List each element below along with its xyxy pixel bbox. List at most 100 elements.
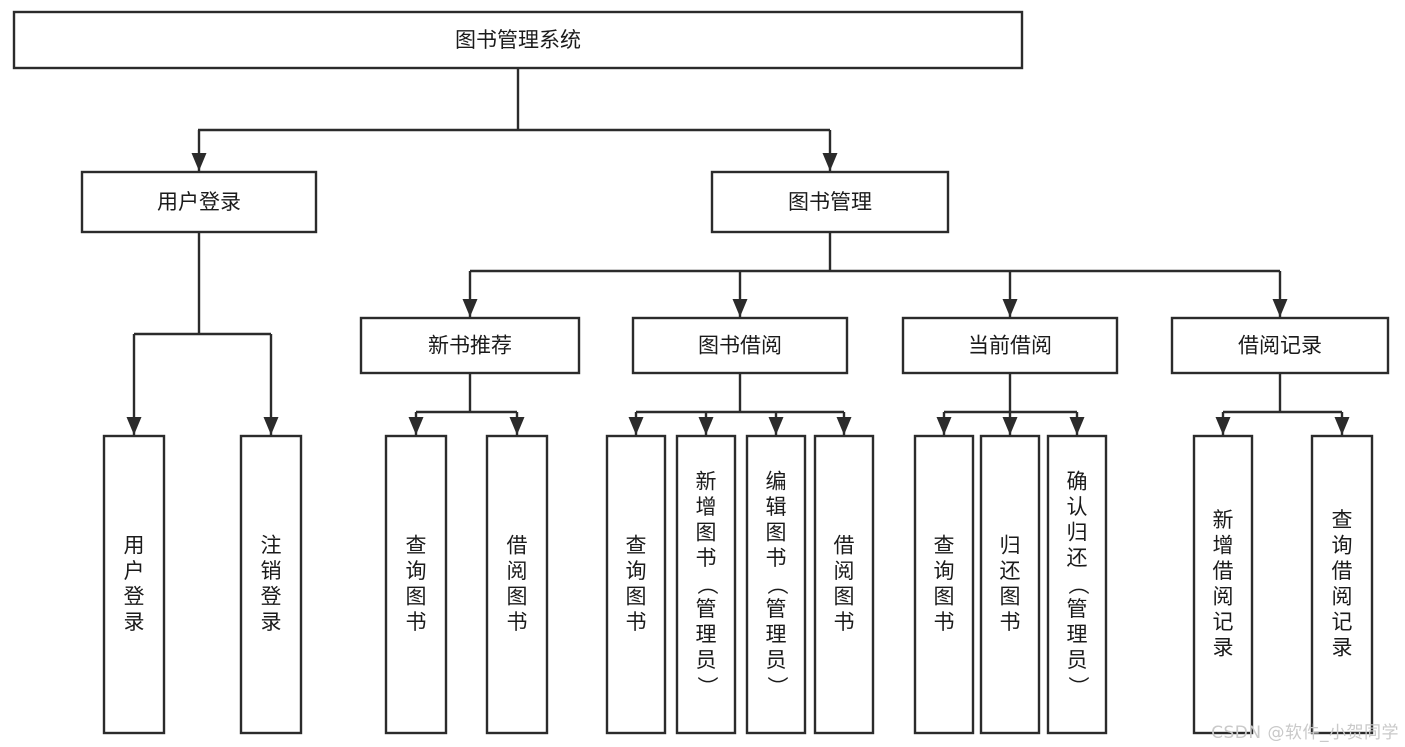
node-label-char: 归 xyxy=(1000,533,1021,557)
node-label-char: 录 xyxy=(261,610,282,634)
node-level2-2-当前借阅[interactable]: 当前借阅 xyxy=(901,316,1119,375)
arrow-down-icon-user-login-1 xyxy=(263,417,279,435)
node-label-char: 确 xyxy=(1067,470,1088,494)
node-label-char: 录 xyxy=(1213,635,1234,659)
node-label-char: 新 xyxy=(1213,508,1234,532)
node-root-0-图书管理系统[interactable]: 图书管理系统 xyxy=(12,10,1024,70)
node-label-char: 借 xyxy=(1332,559,1353,583)
arrow-down-icon-图书借阅-3 xyxy=(836,417,852,435)
node-box-rect xyxy=(901,316,1119,375)
node-label-char: 书 xyxy=(834,610,855,634)
node-label-char: 记 xyxy=(1213,610,1234,634)
node-label-char: 书 xyxy=(1000,610,1021,634)
node-box-rect xyxy=(102,434,166,735)
node-label-char: 询 xyxy=(934,559,955,583)
node-label-char: 书 xyxy=(766,546,787,570)
node-label-char: 辑 xyxy=(766,495,787,519)
arrow-down-icon-借阅记录-0 xyxy=(1215,417,1231,435)
node-level1-0-用户登录[interactable]: 用户登录 xyxy=(80,170,318,234)
node-label-char: 图 xyxy=(507,584,528,608)
node-label-char: 登 xyxy=(261,584,282,608)
node-level1-1-图书管理[interactable]: 图书管理 xyxy=(710,170,950,234)
node-label-char: （ xyxy=(765,574,789,595)
node-label: 图书管理 xyxy=(788,190,872,214)
node-label-char: 员 xyxy=(696,648,717,672)
node-box-rect xyxy=(12,10,1024,70)
arrow-down-icon-level1-0 xyxy=(191,153,207,171)
connector-layer xyxy=(126,68,1350,435)
node-label: 图书管理系统 xyxy=(455,28,581,52)
node-label-char: 阅 xyxy=(1332,584,1353,608)
node-label-char: 认 xyxy=(1067,495,1088,519)
node-label-char: 查 xyxy=(626,533,647,557)
node-label-char: 记 xyxy=(1332,610,1353,634)
node-label-char: 询 xyxy=(626,559,647,583)
node-box-rect xyxy=(485,434,549,735)
node-box-rect xyxy=(605,434,667,735)
node-level2-0-新书推荐[interactable]: 新书推荐 xyxy=(359,316,581,375)
node-label-char: 图 xyxy=(934,584,955,608)
node-box-rect xyxy=(80,170,318,234)
node-label-char: 增 xyxy=(1213,533,1234,557)
node-label-char: 增 xyxy=(696,495,717,519)
node-box-rect xyxy=(631,316,849,375)
arrow-down-icon-level1-1 xyxy=(822,153,838,171)
arrow-down-icon-新书推荐-1 xyxy=(509,417,525,435)
node-label-char: 还 xyxy=(1000,559,1021,583)
arrow-down-icon-新书推荐-0 xyxy=(408,417,424,435)
node-label-char: 编 xyxy=(766,470,787,494)
node-label: 用户登录 xyxy=(157,190,241,214)
node-level2-3-借阅记录[interactable]: 借阅记录 xyxy=(1170,316,1390,375)
node-label-char: 书 xyxy=(934,610,955,634)
arrow-down-icon-user-login-0 xyxy=(126,417,142,435)
node-label-char: 员 xyxy=(1067,648,1088,672)
node-label-char: ） xyxy=(765,676,789,697)
node-label-char: 管 xyxy=(766,597,787,621)
node-label-char: 图 xyxy=(1000,584,1021,608)
node-label-char: 归 xyxy=(1067,521,1088,545)
node-label: 新书推荐 xyxy=(428,334,512,358)
node-label-char: 查 xyxy=(1332,508,1353,532)
arrow-down-icon-图书借阅-1 xyxy=(698,417,714,435)
node-label-char: 书 xyxy=(626,610,647,634)
node-label-char: 理 xyxy=(696,623,717,647)
node-box-rect xyxy=(239,434,303,735)
node-label-char: 借 xyxy=(1213,559,1234,583)
node-label-char: 录 xyxy=(1332,635,1353,659)
node-label-char: （ xyxy=(695,574,719,595)
node-label-char: 员 xyxy=(766,648,787,672)
arrow-down-icon-图书借阅-0 xyxy=(628,417,644,435)
node-label-char: 图 xyxy=(406,584,427,608)
node-box-rect xyxy=(813,434,875,735)
node-label-char: 图 xyxy=(696,521,717,545)
node-box-rect xyxy=(1046,434,1108,735)
node-label-char: 借 xyxy=(507,533,528,557)
node-label-char: 询 xyxy=(406,559,427,583)
node-box-rect xyxy=(359,316,581,375)
node-label: 借阅记录 xyxy=(1238,334,1322,358)
node-level2-1-图书借阅[interactable]: 图书借阅 xyxy=(631,316,849,375)
arrow-down-icon-level2-1 xyxy=(732,299,748,317)
node-label-char: 理 xyxy=(766,623,787,647)
node-box-rect xyxy=(1170,316,1390,375)
node-layer: 图书管理系统用户登录图书管理新书推荐图书借阅当前借阅借阅记录用户登录注销登录查询… xyxy=(12,10,1390,735)
node-leaf-0-用户登录[interactable]: 用户登录 xyxy=(102,434,166,735)
node-label-char: 理 xyxy=(1067,623,1088,647)
node-label-char: 询 xyxy=(1332,533,1353,557)
node-label-char: 图 xyxy=(626,584,647,608)
node-label-char: ） xyxy=(695,676,719,697)
